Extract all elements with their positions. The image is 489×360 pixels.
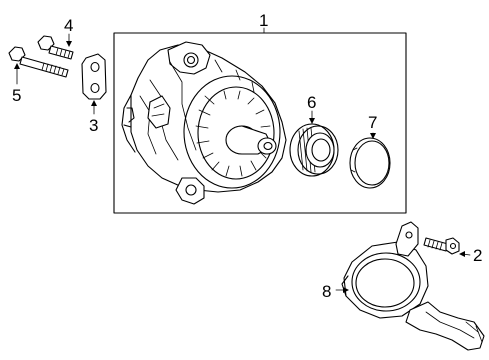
alternator-part[interactable] [121, 41, 287, 205]
callout-5: 5 [12, 86, 21, 105]
callout-4: 4 [64, 16, 73, 35]
bracket-bolt-part[interactable] [423, 237, 460, 255]
plate-part[interactable] [81, 53, 107, 100]
callout-8: 8 [322, 282, 331, 301]
callout-7: 7 [368, 113, 377, 132]
callout-2: 2 [473, 246, 482, 265]
long-bolt-part[interactable] [8, 46, 69, 78]
pulley-part[interactable] [289, 123, 339, 177]
leader-lines [14, 27, 471, 293]
cap-part[interactable] [349, 137, 391, 189]
callout-1: 1 [259, 11, 268, 30]
callout-6: 6 [307, 93, 316, 112]
callout-3: 3 [89, 116, 98, 135]
bracket-shield-part[interactable] [341, 221, 485, 351]
assembly-frame [113, 32, 407, 214]
short-bolt-part[interactable] [37, 35, 74, 60]
